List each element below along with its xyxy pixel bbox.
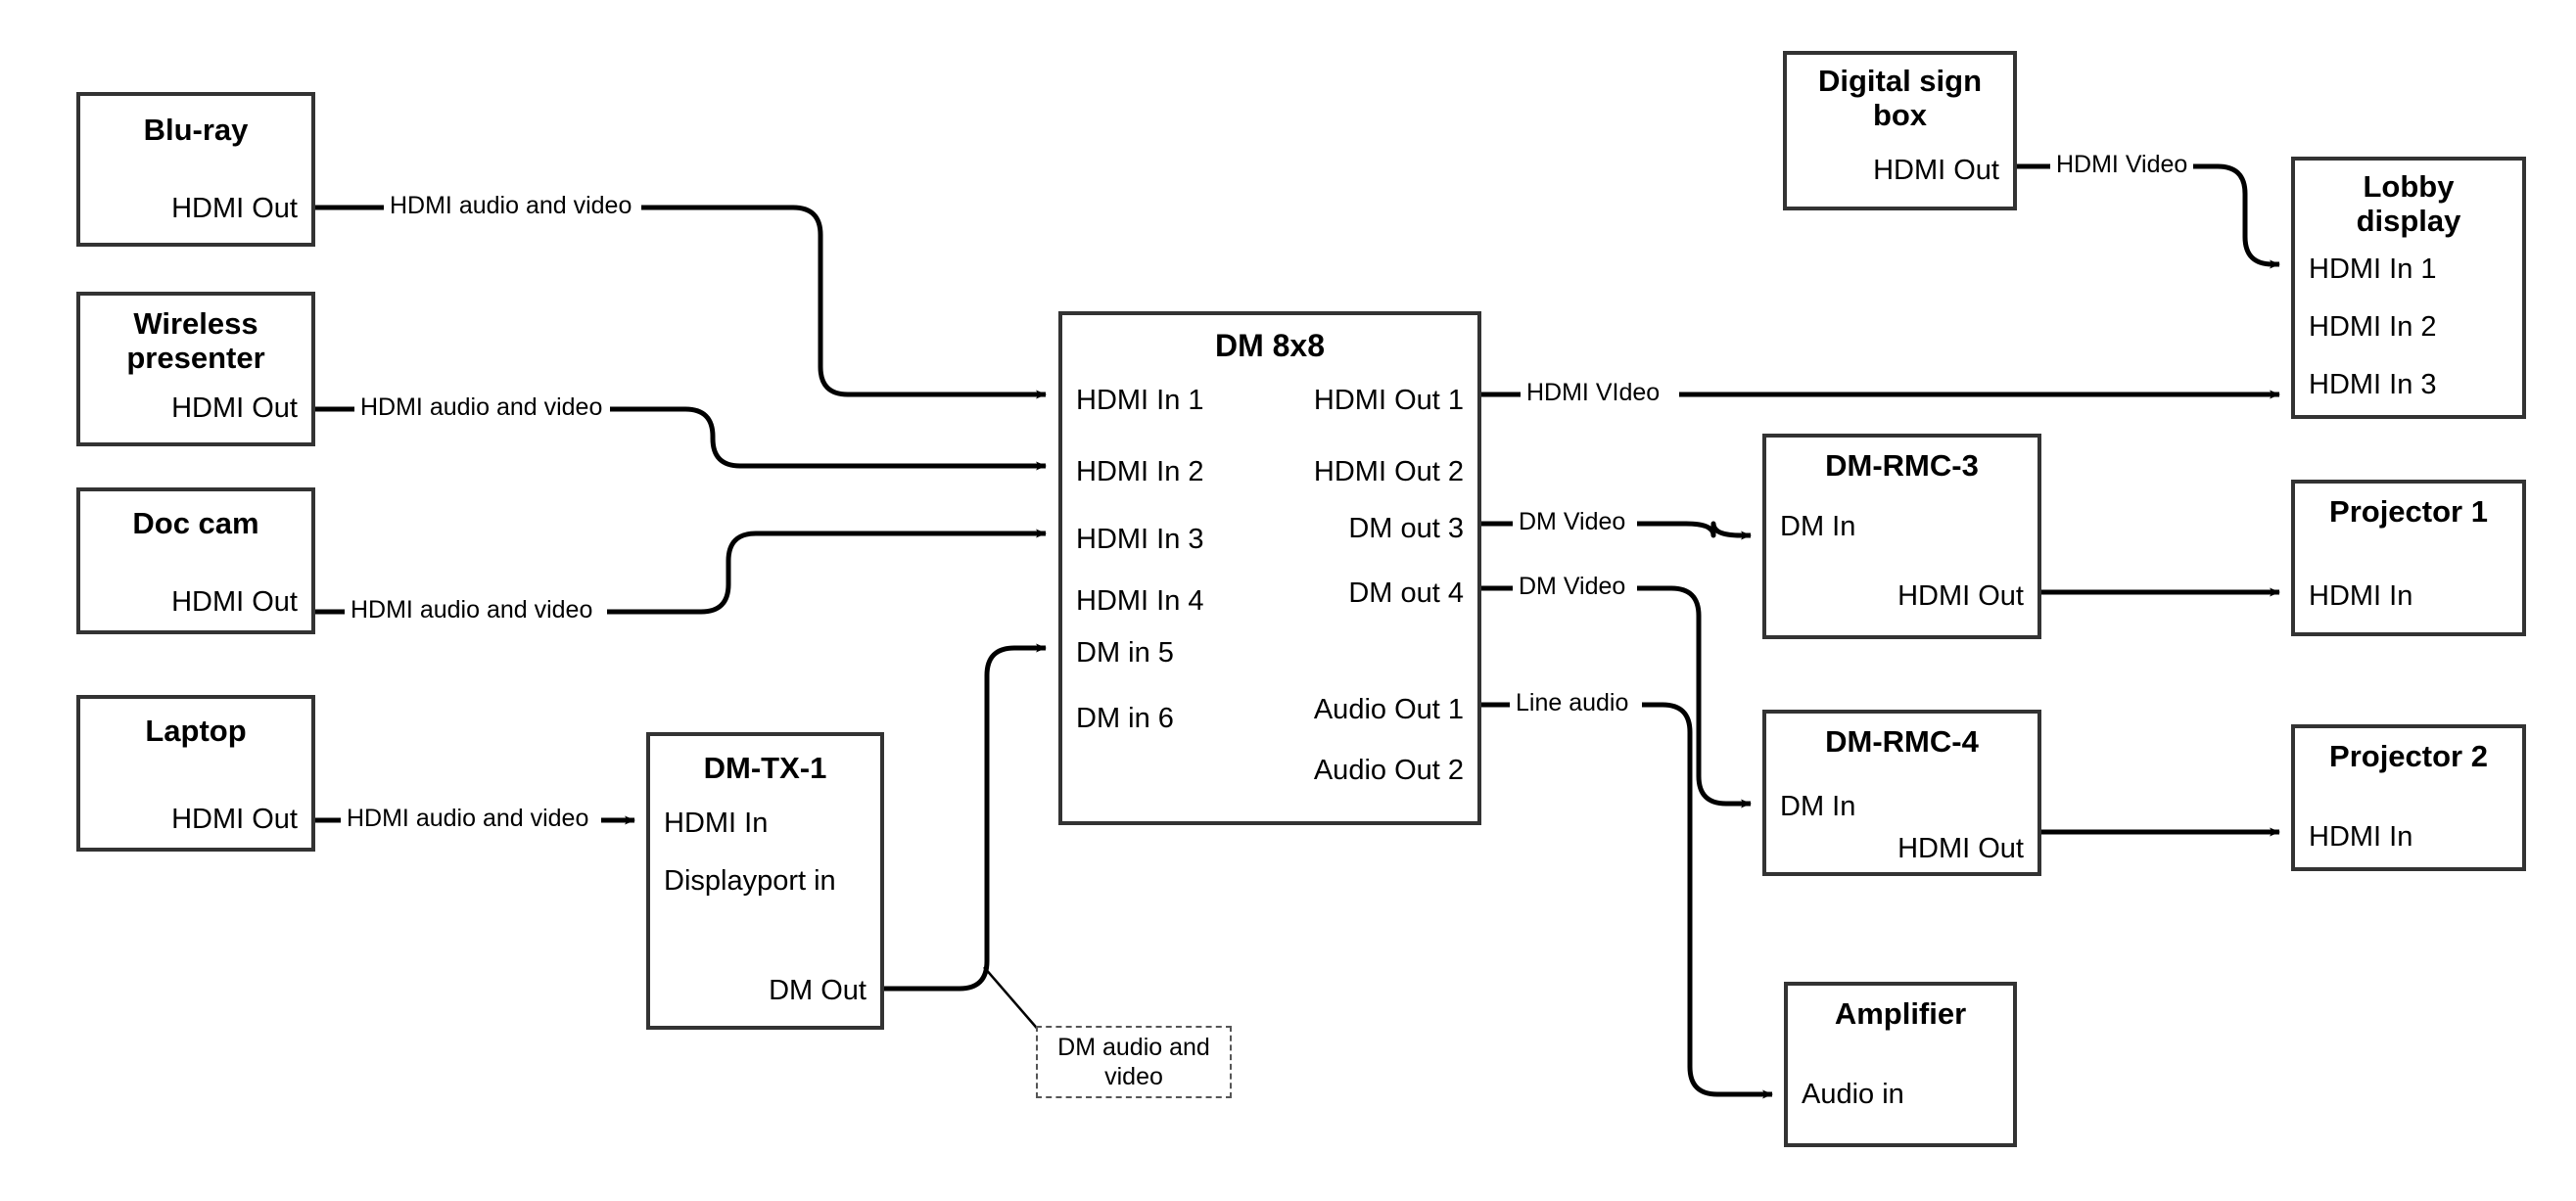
node-dm-rmc-4-port-hdmi-out[interactable]: HDMI Out [1897, 833, 2024, 864]
callout-leader-line [983, 966, 1042, 1034]
node-lobby-display[interactable]: Lobby display HDMI In 1 HDMI In 2 HDMI I… [2291, 157, 2526, 419]
node-dm-8x8-output-audio-out-1[interactable]: Audio Out 1 [1313, 694, 1464, 725]
node-amplifier[interactable]: Amplifier Audio in [1784, 982, 2017, 1147]
node-digital-sign-box[interactable]: Digital sign box HDMI Out [1783, 51, 2017, 210]
node-dm-8x8[interactable]: DM 8x8 HDMI In 1 HDMI In 2 HDMI In 3 HDM… [1058, 311, 1481, 825]
wire-label-dm8x8-dm-out-4: DM Video [1513, 575, 1632, 599]
node-wireless-presenter-title: Wireless presenter [126, 306, 265, 375]
node-projector-2-title: Projector 2 [2329, 739, 2488, 773]
node-dm-tx-1-port-displayport-in[interactable]: Displayport in [664, 865, 836, 897]
node-dm-8x8-output-dm-out-3[interactable]: DM out 3 [1348, 513, 1464, 544]
node-projector-2-port-hdmi-in[interactable]: HDMI In [2309, 821, 2413, 853]
wire-bluray-to-dm8x8 [315, 208, 819, 397]
wire-dm8x8-audioout1-seg-b [1642, 702, 1773, 1099]
node-dm-8x8-output-dm-out-4[interactable]: DM out 4 [1348, 577, 1464, 609]
node-digital-sign-box-title: Digital sign box [1817, 64, 1983, 132]
node-dm-tx-1-title: DM-TX-1 [703, 751, 827, 785]
wire-label-dm8x8-dm-out-3: DM Video [1513, 510, 1632, 534]
node-doc-cam-port-hdmi-out[interactable]: HDMI Out [171, 586, 298, 618]
node-amplifier-title: Amplifier [1834, 996, 1967, 1031]
node-lobby-display-input-hdmi-in-3[interactable]: HDMI In 3 [2309, 369, 2437, 400]
node-dm-8x8-input-dm-in-6[interactable]: DM in 6 [1076, 703, 1174, 734]
node-laptop[interactable]: Laptop HDMI Out [76, 695, 315, 852]
node-projector-1-port-hdmi-in[interactable]: HDMI In [2309, 580, 2413, 612]
node-dm-8x8-output-audio-out-2[interactable]: Audio Out 2 [1313, 755, 1464, 786]
node-amplifier-port-audio-in[interactable]: Audio in [1802, 1079, 1904, 1110]
node-laptop-title: Laptop [145, 714, 247, 748]
wire-label-laptop-to-dmtx1: HDMI audio and video [341, 807, 595, 831]
node-bluray-title: Blu-ray [143, 113, 249, 147]
node-dm-8x8-input-hdmi-in-1[interactable]: HDMI In 1 [1076, 385, 1204, 416]
callout-dm-audio-and-video: DM audio and video [1036, 1026, 1232, 1098]
wire-label-wireless-to-dm8x8: HDMI audio and video [354, 395, 609, 420]
node-dm-rmc-3[interactable]: DM-RMC-3 DM In HDMI Out [1762, 434, 2041, 639]
wire-wireless-seg-b [610, 406, 1047, 471]
node-projector-1-title: Projector 1 [2329, 494, 2488, 529]
node-doc-cam[interactable]: Doc cam HDMI Out [76, 487, 315, 634]
node-dm-tx-1-port-hdmi-in[interactable]: HDMI In [664, 808, 769, 839]
node-dm-8x8-input-hdmi-in-3[interactable]: HDMI In 3 [1076, 524, 1204, 555]
node-lobby-display-input-hdmi-in-2[interactable]: HDMI In 2 [2309, 311, 2437, 343]
node-laptop-port-hdmi-out[interactable]: HDMI Out [171, 804, 298, 835]
node-dm-8x8-input-hdmi-in-4[interactable]: HDMI In 4 [1076, 585, 1204, 617]
wire-label-dm8x8-hdmi-out-1: HDMI VIdeo [1521, 381, 1666, 405]
wire-label-sign-to-lobby: HDMI Video [2050, 153, 2194, 177]
node-dm-8x8-output-hdmi-out-2[interactable]: HDMI Out 2 [1313, 456, 1464, 487]
node-dm-rmc-3-port-hdmi-out[interactable]: HDMI Out [1897, 580, 2024, 612]
wire-label-doccam-to-dm8x8: HDMI audio and video [345, 598, 599, 623]
node-projector-1[interactable]: Projector 1 HDMI In [2291, 480, 2526, 636]
wire-bluray-seg-b [641, 205, 1047, 399]
node-dm-tx-1-port-dm-out[interactable]: DM Out [769, 975, 866, 1006]
node-dm-rmc-4[interactable]: DM-RMC-4 DM In HDMI Out [1762, 710, 2041, 876]
node-dm-rmc-4-port-dm-in[interactable]: DM In [1780, 791, 1856, 822]
node-projector-2[interactable]: Projector 2 HDMI In [2291, 724, 2526, 871]
node-lobby-display-title: Lobby display [2356, 169, 2461, 238]
node-dm-8x8-output-hdmi-out-1[interactable]: HDMI Out 1 [1313, 385, 1464, 416]
node-dm-rmc-3-title: DM-RMC-3 [1825, 448, 1979, 483]
wire-label-dm8x8-audio-out-1: Line audio [1510, 691, 1635, 716]
wire-dmtx1-to-dm8x8 [884, 643, 1047, 992]
node-dm-8x8-input-hdmi-in-2[interactable]: HDMI In 2 [1076, 456, 1204, 487]
node-dm-rmc-3-port-dm-in[interactable]: DM In [1780, 511, 1856, 542]
node-bluray[interactable]: Blu-ray HDMI Out [76, 92, 315, 247]
node-wireless-presenter[interactable]: Wireless presenter HDMI Out [76, 292, 315, 446]
node-wireless-presenter-port-hdmi-out[interactable]: HDMI Out [171, 393, 298, 424]
node-bluray-port-hdmi-out[interactable]: HDMI Out [171, 193, 298, 224]
callout-dm-audio-and-video-text: DM audio and video [1057, 1034, 1210, 1090]
wire-doccam-seg-b [607, 529, 1047, 615]
node-dm-rmc-4-title: DM-RMC-4 [1825, 724, 1979, 759]
wire-dm8x8-dmout4-seg-b [1637, 585, 1752, 808]
node-dm-tx-1[interactable]: DM-TX-1 HDMI In Displayport in DM Out [646, 732, 884, 1030]
wire-label-bluray-to-dm8x8: HDMI audio and video [384, 194, 638, 218]
wire-sign-seg-b [2190, 163, 2280, 269]
node-digital-sign-box-port-hdmi-out[interactable]: HDMI Out [1873, 155, 1999, 186]
wire-dm8x8-dmout3-seg-b [1637, 521, 1752, 540]
node-dm-8x8-title: DM 8x8 [1214, 328, 1326, 363]
node-doc-cam-title: Doc cam [132, 506, 259, 540]
node-lobby-display-input-hdmi-in-1[interactable]: HDMI In 1 [2309, 254, 2437, 285]
node-dm-8x8-input-dm-in-5[interactable]: DM in 5 [1076, 637, 1174, 669]
